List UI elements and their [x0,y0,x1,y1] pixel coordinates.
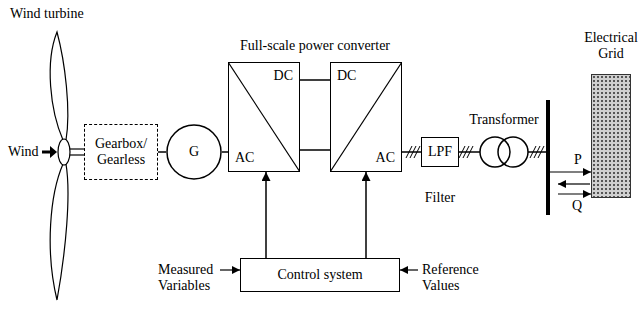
converter-side-label: AC [376,150,395,166]
bus-bar [546,100,550,215]
control-box: Control system [240,258,400,292]
input-arrow [220,269,240,270]
connector [402,151,421,153]
diagonal-line [330,62,402,172]
phase-slash [538,146,544,158]
converter-box: DC AC [228,62,300,172]
transformer-winding [480,137,510,167]
turbine-hub [58,139,70,165]
node-label: G [187,144,201,160]
connector [300,80,330,150]
diagonal-line [228,62,300,172]
input-label: Wind [8,144,39,160]
gearbox-box: Gearbox/ Gearless [84,124,158,180]
node-label: LPF [426,144,454,160]
component-label: Filter [425,190,455,206]
connector [265,172,267,258]
turbine-blade [50,164,68,300]
wind-arrow [42,151,51,154]
wind-arrow [50,146,57,158]
connector [365,172,367,258]
connector [158,151,166,153]
node-label: Control system [275,267,364,283]
transformer-winding [498,137,528,167]
grid-box [591,74,631,198]
wire [528,151,548,153]
reactive-arrow [558,183,590,184]
converter-side-label: DC [337,68,356,84]
signal-label: P [574,152,582,168]
component-label: Full-scale power converter [240,38,390,54]
component-label: Transformer [469,112,538,128]
grid-block: Electrical Grid [583,30,639,198]
input-arrow [400,269,418,270]
grid-title: Electrical Grid [583,30,639,62]
turbine-blade [50,32,68,140]
filter-box: LPF [421,137,459,167]
converter-side-label: DC [274,68,293,84]
converter-side-label: AC [235,150,254,166]
generator-circle-outline [167,125,221,179]
power-arrow [550,171,591,172]
component-label: Wind turbine [10,6,84,22]
reactive-arrow [558,193,591,194]
generator-circle: G [166,124,222,180]
signal-label: Q [572,198,582,214]
converter-box: DC AC [330,62,402,172]
signal-label: Reference Values [422,262,494,294]
signal-label: Measured Variables [158,262,218,294]
node-label: Gearbox/ Gearless [85,136,157,168]
phase-slash [467,146,473,158]
